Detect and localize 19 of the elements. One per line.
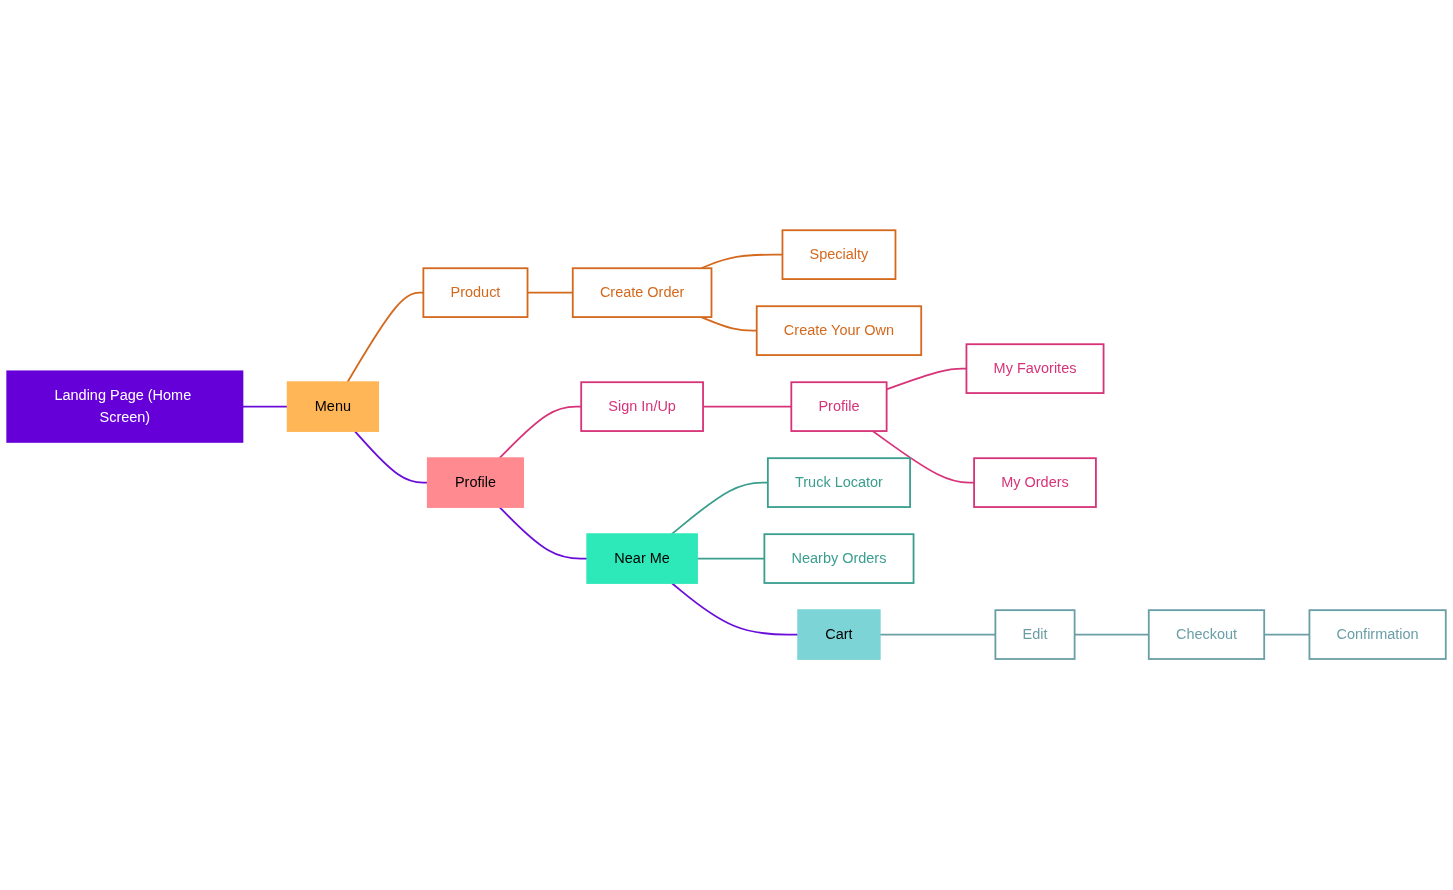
node-box: Checkout	[1147, 609, 1266, 661]
node-box: Specialty	[781, 229, 897, 281]
node-box: Sign In/Up	[580, 381, 704, 433]
node-box: Create Order	[571, 267, 713, 319]
node-box: Edit	[994, 609, 1076, 661]
node-box: Profile	[790, 381, 888, 433]
node-box: Cart	[797, 609, 881, 661]
node-box: Landing Page (Home Screen)	[6, 370, 244, 444]
node-box: Nearby Orders	[763, 533, 915, 585]
node-box: Product	[422, 267, 529, 319]
node-box: My Orders	[973, 457, 1097, 509]
node-box: Near Me	[586, 533, 698, 585]
node-box: Profile	[426, 457, 524, 509]
connector	[871, 430, 975, 484]
node-box: My Favorites	[965, 343, 1105, 395]
node-box: Truck Locator	[766, 457, 911, 509]
node-box: Menu	[286, 381, 380, 433]
node-box: Create Your Own	[755, 305, 923, 357]
node-box: Confirmation	[1308, 609, 1447, 661]
